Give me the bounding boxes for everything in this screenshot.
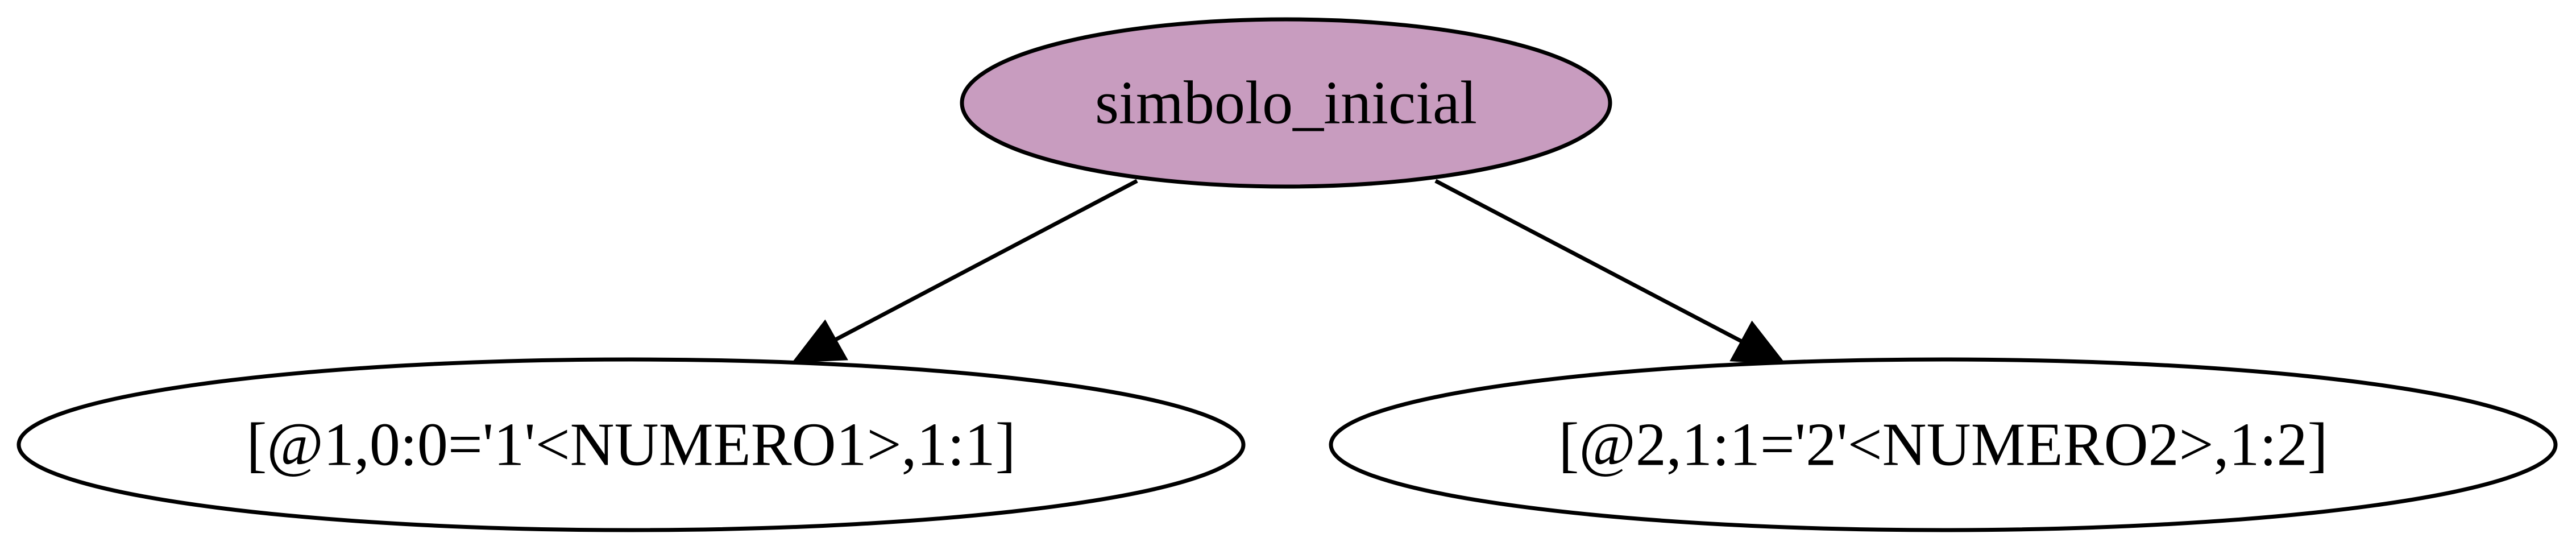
edge-root-to-child-1: [791, 179, 1138, 363]
child-node-1-ellipse: [16, 357, 1246, 532]
child-node-2-label: [@2,1:1='2'<NUMERO2>,1:2]: [1558, 411, 2328, 479]
edge-root-to-child-2: [1434, 179, 1787, 366]
root-node-ellipse: [960, 17, 1612, 189]
child-node-1-label: [@1,0:0='1'<NUMERO1>,1:1]: [246, 411, 1015, 479]
root-node-label: simbolo_inicial: [1095, 69, 1477, 137]
child-node-2-ellipse: [1329, 357, 2558, 532]
node-simbolo-inicial: simbolo_inicial: [960, 17, 1612, 189]
node-token-1: [@1,0:0='1'<NUMERO1>,1:1]: [16, 357, 1246, 532]
node-token-2: [@2,1:1='2'<NUMERO2>,1:2]: [1329, 357, 2558, 532]
